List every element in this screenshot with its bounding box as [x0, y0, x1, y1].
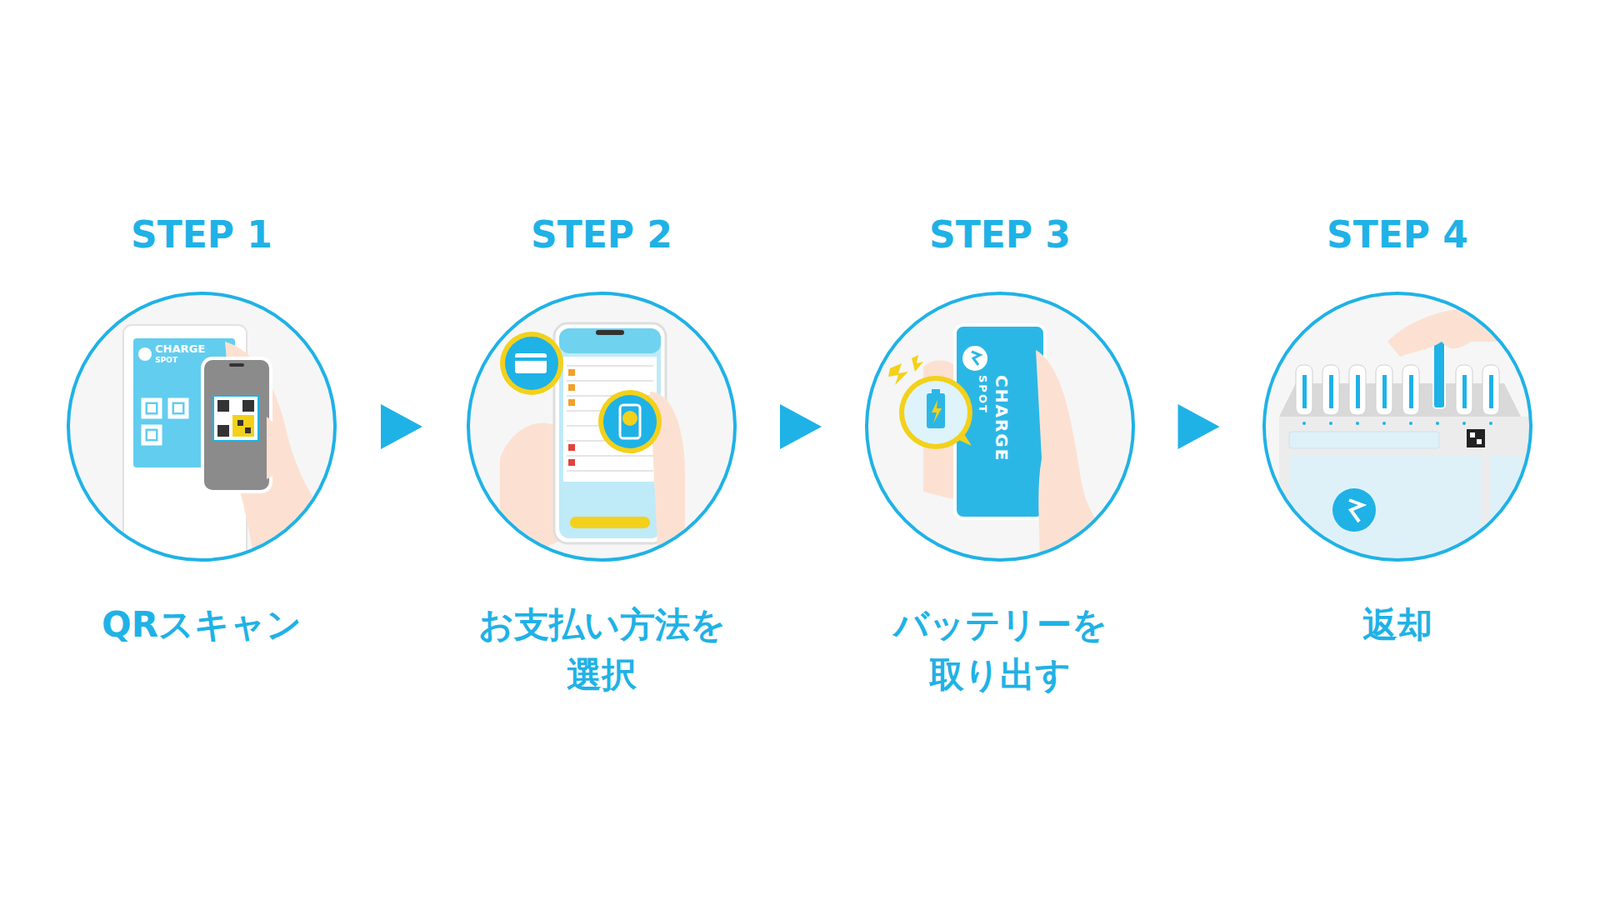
step-circle: [466, 291, 737, 562]
arrow-head: [380, 404, 423, 450]
step-heading: STEP 2: [451, 208, 752, 262]
device-print: CHARGE: [993, 375, 1010, 462]
step-circle: [66, 291, 337, 562]
step-node: STEP 2 お支払い方法を 選択: [451, 208, 752, 709]
step-label: QRスキャン: [51, 600, 352, 650]
device-print: SPOT: [977, 375, 989, 415]
step-node: STEP 1 QRスキャン: [51, 208, 352, 709]
step-heading: STEP 1: [51, 208, 352, 262]
step-heading: STEP 4: [1247, 208, 1548, 262]
device-print: SPOT: [155, 356, 178, 365]
step-arrow: [380, 404, 423, 450]
device-print: CHARGE: [155, 343, 205, 355]
step-circle: [1262, 291, 1533, 562]
return-station-illustration: [1262, 291, 1533, 562]
step-label: バッテリーを 取り出す: [887, 600, 1113, 700]
step-heading: STEP 3: [850, 208, 1150, 262]
step-label: お支払い方法を 選択: [476, 600, 727, 700]
arrow-head: [780, 404, 822, 450]
step-node: STEP 4 返却: [1247, 208, 1548, 709]
step-label: 返却: [1247, 600, 1548, 650]
arrow-head: [1178, 404, 1220, 450]
qr-scan-illustration: [66, 291, 337, 562]
step-arrow: [1178, 404, 1220, 450]
step-arrow: [780, 404, 822, 450]
payment-illustration: [466, 291, 737, 562]
